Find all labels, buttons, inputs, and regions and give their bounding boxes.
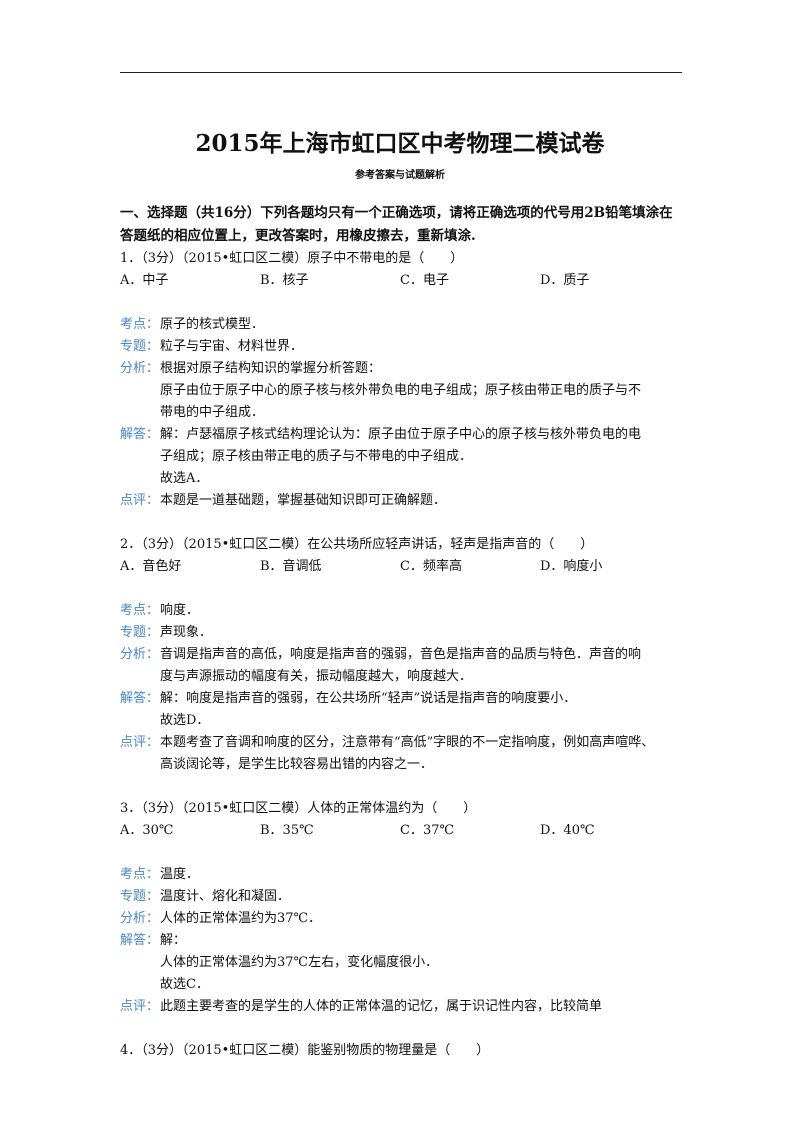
jieda-line: 故选A． <box>160 471 209 486</box>
fenxi-text: 人体的正常体温约为37℃． <box>160 911 322 926</box>
option-d: D．40℃ <box>540 823 595 838</box>
option-a: A．中子 <box>120 273 169 288</box>
section-heading: 一、选择题（共16分）下列各题均只有一个正确选项，请将正确选项的代号用2B铅笔填… <box>120 205 673 244</box>
zhuanti-row: 专题： 粒子与宇宙、材料世界． <box>120 336 685 358</box>
fenxi-line: 原子由位于原子中心的原子核与核外带负电的电子组成；原子核由带正电的质子与不 <box>160 383 642 398</box>
fenxi-line: 带电的中子组成． <box>160 405 265 420</box>
question-2: 2．（3分）（2015•虹口区二模）在公共场所应轻声讲话，轻声是指声音的（ ） … <box>120 534 685 776</box>
kaodian-row: 考点： 响度． <box>120 600 685 622</box>
jieda-label: 解答： <box>120 691 160 706</box>
dianping-text: 本题是一道基础题，掌握基础知识即可正确解题． <box>160 493 447 508</box>
fenxi-label: 分析： <box>120 361 160 376</box>
question-stem: 2．（3分）（2015•虹口区二模）在公共场所应轻声讲话，轻声是指声音的（ ） <box>120 537 594 552</box>
kaodian-row: 考点： 温度． <box>120 864 685 886</box>
option-b: B．音调低 <box>260 559 322 574</box>
jieda-line: 故选C． <box>160 977 209 992</box>
zhuanti-text: 声现象． <box>160 625 213 640</box>
dianping-text: 本题考查了音调和响度的区分，注意带有“高低”字眼的不一定指响度，例如高声喧哗、 <box>160 735 655 750</box>
option-d: D．响度小 <box>540 559 603 574</box>
option-d: D．质子 <box>540 273 590 288</box>
options-row: A．音色好 B．音调低 C．频率高 D．响度小 <box>120 556 685 578</box>
jieda-line: 故选D． <box>160 713 210 728</box>
page-subtitle: 参考答案与试题解析 <box>355 170 445 181</box>
jieda-label: 解答： <box>120 933 160 948</box>
jieda-row: 解答： 解： <box>120 930 685 952</box>
option-a: A．30℃ <box>120 823 174 838</box>
option-a: A．音色好 <box>120 559 182 574</box>
document-body: 一、选择题（共16分）下列各题均只有一个正确选项，请将正确选项的代号用2B铅笔填… <box>120 202 685 1062</box>
kaodian-text: 响度． <box>160 603 200 618</box>
zhuanti-text: 温度计、熔化和凝固． <box>160 889 291 904</box>
fenxi-label: 分析： <box>120 647 160 662</box>
question-stem: 4．（3分）（2015•虹口区二模）能鉴别物质的物理量是（ ） <box>120 1043 490 1058</box>
option-c: C．37℃ <box>400 823 455 838</box>
kaodian-label: 考点： <box>120 867 160 882</box>
option-b: B．35℃ <box>260 823 314 838</box>
zhuanti-label: 专题： <box>120 339 160 354</box>
dianping-text: 此题主要考查的是学生的人体的正常体温的记忆，属于识记性内容，比较简单 <box>160 999 603 1014</box>
question-3: 3．（3分）（2015•虹口区二模）人体的正常体温约为（ ） A．30℃ B．3… <box>120 798 685 1018</box>
zhuanti-label: 专题： <box>120 625 160 640</box>
dianping-label: 点评： <box>120 493 160 508</box>
zhuanti-label: 专题： <box>120 889 160 904</box>
kaodian-row: 考点： 原子的核式模型． <box>120 314 685 336</box>
fenxi-row: 分析： 人体的正常体温约为37℃． <box>120 908 685 930</box>
fenxi-row: 分析： 根据对原子结构知识的掌握分析答题： <box>120 358 685 380</box>
kaodian-label: 考点： <box>120 317 160 332</box>
jieda-label: 解答： <box>120 427 160 442</box>
zhuanti-row: 专题： 声现象． <box>120 622 685 644</box>
options-row: A．中子 B．核子 C．电子 D．质子 <box>120 270 685 292</box>
dianping-row: 点评： 本题考查了音调和响度的区分，注意带有“高低”字眼的不一定指响度，例如高声… <box>120 732 685 754</box>
jieda-text: 解：卢瑟福原子核式结构理论认为：原子由位于原子中心的原子核与核外带负电的电 <box>160 427 642 442</box>
option-c: C．频率高 <box>400 559 462 574</box>
zhuanti-text: 粒子与宇宙、材料世界． <box>160 339 304 354</box>
kaodian-text: 原子的核式模型． <box>160 317 265 332</box>
jieda-line: 子组成；原子核由带正电的质子与不带电的中子组成． <box>160 449 473 464</box>
dianping-row: 点评： 此题主要考查的是学生的人体的正常体温的记忆，属于识记性内容，比较简单 <box>120 996 685 1018</box>
question-1: 1．（3分）（2015•虹口区二模）原子中不带电的是（ ） A．中子 B．核子 … <box>120 248 685 512</box>
kaodian-text: 温度． <box>160 867 200 882</box>
dianping-label: 点评： <box>120 999 160 1014</box>
jieda-line: 人体的正常体温约为37℃左右，变化幅度很小． <box>160 955 439 970</box>
fenxi-text: 音调是指声音的高低，响度是指声音的强弱，音色是指声音的品质与特色．声音的响 <box>160 647 642 662</box>
question-stem: 1．（3分）（2015•虹口区二模）原子中不带电的是（ ） <box>120 251 464 266</box>
jieda-row: 解答： 解：卢瑟福原子核式结构理论认为：原子由位于原子中心的原子核与核外带负电的… <box>120 424 685 446</box>
jieda-text: 解：响度是指声音的强弱，在公共场所“轻声”说话是指声音的响度要小． <box>160 691 577 706</box>
option-b: B．核子 <box>260 273 309 288</box>
dianping-row: 点评： 本题是一道基础题，掌握基础知识即可正确解题． <box>120 490 685 512</box>
jieda-row: 解答： 解：响度是指声音的强弱，在公共场所“轻声”说话是指声音的响度要小． <box>120 688 685 710</box>
fenxi-line: 度与声源振动的幅度有关，振动幅度越大，响度越大． <box>160 669 473 684</box>
dianping-line: 高谈阔论等，是学生比较容易出错的内容之一． <box>160 757 434 772</box>
top-rule <box>120 72 682 73</box>
question-4: 4．（3分）（2015•虹口区二模）能鉴别物质的物理量是（ ） <box>120 1040 685 1062</box>
zhuanti-row: 专题： 温度计、熔化和凝固． <box>120 886 685 908</box>
question-stem: 3．（3分）（2015•虹口区二模）人体的正常体温约为（ ） <box>120 801 477 816</box>
option-c: C．电子 <box>400 273 449 288</box>
jieda-text: 解： <box>160 933 187 948</box>
kaodian-label: 考点： <box>120 603 160 618</box>
options-row: A．30℃ B．35℃ C．37℃ D．40℃ <box>120 820 685 842</box>
fenxi-text: 根据对原子结构知识的掌握分析答题： <box>160 361 382 376</box>
page-title: 2015年上海市虹口区中考物理二模试卷 <box>195 130 605 157</box>
fenxi-row: 分析： 音调是指声音的高低，响度是指声音的强弱，音色是指声音的品质与特色．声音的… <box>120 644 685 666</box>
fenxi-label: 分析： <box>120 911 160 926</box>
dianping-label: 点评： <box>120 735 160 750</box>
